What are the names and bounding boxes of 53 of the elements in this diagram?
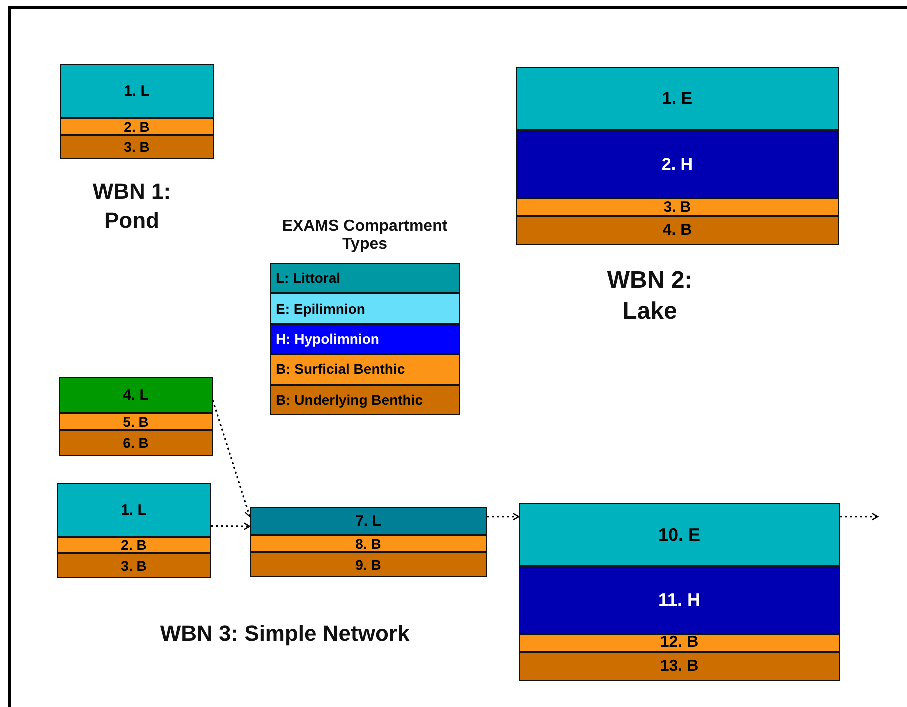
layer-label: 1. E bbox=[662, 90, 693, 107]
wbn-title: WBN 2: Lake bbox=[606, 266, 694, 328]
layer-label: 2. B bbox=[124, 120, 150, 134]
layer-label: 5. B bbox=[123, 414, 149, 428]
flow-arrow bbox=[487, 513, 520, 521]
layer-label: 1. L bbox=[121, 502, 147, 518]
layer-label: 3. B bbox=[121, 558, 147, 572]
legend-title: EXAMS Compartment Types bbox=[281, 218, 449, 254]
compartment-layer bbox=[516, 198, 839, 216]
legend-text: H: Hypolimnion bbox=[276, 330, 380, 347]
compartment-layer bbox=[250, 507, 487, 535]
compartment-layer bbox=[59, 377, 213, 413]
flow-arrow bbox=[212, 400, 252, 518]
layer-label: 6. B bbox=[123, 436, 149, 450]
layer-label: 11. H bbox=[658, 591, 701, 609]
layer-label: 3. B bbox=[124, 140, 150, 154]
compartment-layer bbox=[57, 553, 211, 578]
layer-label: 3. B bbox=[664, 200, 692, 214]
compartment-layer bbox=[250, 552, 487, 577]
flow-arrow bbox=[211, 522, 251, 530]
wbn-title: WBN 1: Pond bbox=[92, 178, 172, 235]
compartment-layer bbox=[516, 67, 839, 130]
compartment-layer bbox=[250, 535, 487, 552]
layer-label: 8. B bbox=[356, 536, 382, 550]
layer-label: 12. B bbox=[660, 635, 699, 651]
layer-label: 1. L bbox=[124, 84, 150, 98]
layer-label: 9. B bbox=[356, 558, 382, 572]
compartment-layer bbox=[519, 652, 840, 681]
layer-label: 2. H bbox=[662, 156, 694, 172]
legend-text: L: Littoral bbox=[276, 270, 341, 286]
compartment-layer bbox=[57, 537, 211, 553]
compartment-layer bbox=[519, 503, 840, 566]
layer-label: 7. L bbox=[356, 514, 382, 528]
layer-label: 10. E bbox=[658, 526, 701, 544]
flow-arrow bbox=[840, 513, 879, 521]
layer-label: 4. B bbox=[662, 222, 692, 238]
legend-text: B: Surficial Benthic bbox=[276, 361, 406, 378]
compartment-layer bbox=[60, 118, 214, 135]
layer-label: 13. B bbox=[660, 658, 699, 674]
compartment-layer bbox=[60, 64, 214, 118]
compartment-layer bbox=[59, 430, 213, 456]
layer-label: 2. B bbox=[121, 538, 147, 552]
legend-text: E: Epilimnion bbox=[276, 300, 366, 317]
compartment-layer bbox=[519, 634, 840, 652]
legend-text: B: Underlying Benthic bbox=[276, 392, 424, 408]
compartment-layer bbox=[519, 566, 840, 634]
compartment-layer bbox=[516, 130, 839, 198]
compartment-layer bbox=[59, 413, 213, 430]
layer-label: 4. L bbox=[123, 388, 149, 402]
wbn-title: WBN 3: Simple Network bbox=[159, 620, 411, 648]
compartment-layer bbox=[60, 135, 214, 159]
compartment-layer bbox=[57, 483, 211, 537]
compartment-layer bbox=[516, 216, 839, 245]
